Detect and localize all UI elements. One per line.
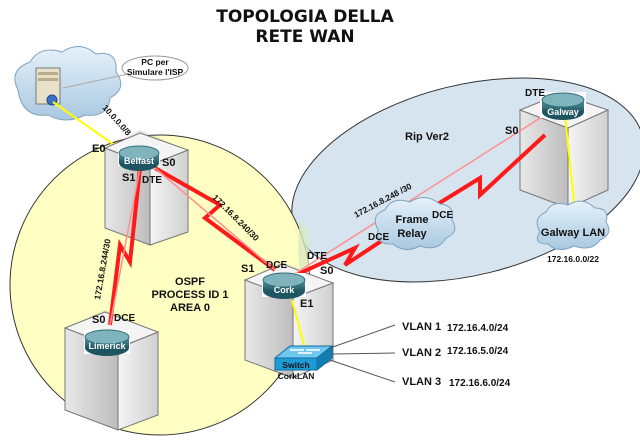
router-belfast-name: Belfast: [124, 156, 154, 166]
galway-lan-cloud[interactable]: [536, 200, 610, 250]
frame-relay-line-1: Frame: [395, 214, 428, 226]
router-icon: [262, 272, 306, 288]
link-cork-switch[interactable]: [291, 299, 306, 350]
frame-relay-cloud[interactable]: [374, 197, 456, 250]
galway-lan-label: Galway LAN: [541, 227, 605, 239]
belfast-port-s0: S0: [162, 157, 175, 169]
router-galway[interactable]: Galway: [540, 92, 586, 120]
ospf-area-line-1: OSPF: [175, 276, 205, 288]
cork-port-dte: DTE: [307, 251, 327, 262]
galway-lan-subnet: 172.16.0.0/22: [547, 254, 599, 264]
router-cork[interactable]: Cork: [262, 272, 306, 299]
belfast-port-dte: DTE: [142, 175, 162, 186]
cork-port-s0: S0: [320, 265, 333, 277]
ospf-area-line-3: AREA 0: [170, 302, 210, 314]
limerick-building: [63, 310, 160, 431]
router-belfast[interactable]: Belfast: [118, 145, 160, 171]
cork-port-e1: E1: [300, 298, 313, 310]
vlan-1-subnet: 172.16.4.0/24: [447, 323, 509, 334]
vlan-1-line: [329, 324, 396, 349]
vlan-1-name: VLAN 1: [402, 321, 441, 333]
title-line-2: RETE WAN: [255, 27, 354, 47]
cork-port-s1: S1: [241, 263, 254, 275]
frame-relay-dce-left: DCE: [368, 232, 389, 243]
router-limerick[interactable]: Limerick: [84, 329, 130, 356]
vlan-3-subnet: 172.16.6.0/24: [449, 378, 511, 389]
router-icon: [118, 145, 160, 161]
router-icon: [84, 329, 130, 345]
router-icon: [541, 92, 585, 108]
router-galway-name: Galway: [547, 107, 579, 117]
galway-port-dte: DTE: [525, 88, 545, 99]
belfast-port-e0: E0: [92, 143, 105, 155]
link-cork-galway[interactable]: [284, 114, 547, 282]
switch-arrows-icon: [290, 349, 320, 354]
belfast-port-s1: S1: [122, 172, 135, 184]
isp-server[interactable]: [35, 67, 61, 106]
vlan-3-line: [329, 359, 396, 383]
cork-port-dce: DCE: [266, 260, 287, 271]
isp-callout-line-2: Simulare l'ISP: [127, 67, 184, 77]
link-belfast-limerick[interactable]: [108, 167, 142, 326]
vlan-3-name: VLAN 3: [402, 376, 441, 388]
switch-corklan[interactable]: Switch: [273, 344, 334, 372]
galway-port-s0: S0: [505, 125, 518, 137]
vlan-2-line: [331, 352, 396, 355]
callout-connector: [62, 73, 129, 89]
router-cork-name: Cork: [274, 285, 295, 295]
link-isp-belfast-label: 10.0.0.0/8: [101, 103, 134, 138]
link-belfast-cork[interactable]: [154, 166, 277, 272]
limerick-port-s0: S0: [92, 314, 105, 326]
vlan-2-subnet: 172.16.5.0/24: [447, 346, 509, 357]
router-limerick-name: Limerick: [88, 341, 126, 351]
frame-relay-dce-right: DCE: [432, 210, 453, 221]
rip-area-label: Rip Ver2: [405, 131, 449, 143]
vlan-2-name: VLAN 2: [402, 347, 441, 359]
ospf-area-line-2: PROCESS ID 1: [151, 289, 228, 301]
title-line-1: TOPOLOGIA DELLA: [216, 7, 394, 27]
frame-relay-line-2: Relay: [397, 228, 427, 240]
switch-name: Switch: [282, 360, 309, 370]
switch-label: CorkLAN: [278, 371, 315, 381]
limerick-port-dce: DCE: [114, 313, 135, 324]
isp-callout: [121, 55, 189, 81]
isp-callout-line-1: PC per: [141, 57, 169, 67]
